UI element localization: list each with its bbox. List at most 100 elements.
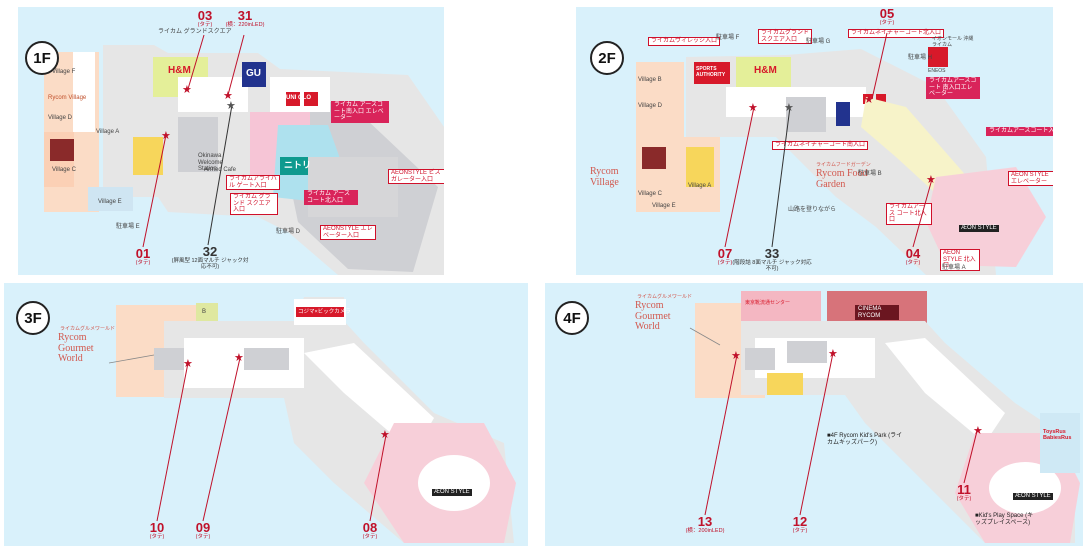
yellow-block	[196, 303, 218, 325]
marker-10-number: 10	[149, 520, 165, 535]
gu-store	[242, 62, 266, 87]
label-grand-square: ライカム グランドスクエア	[158, 29, 232, 35]
label-play-space: ■Kid's Play Space (キッズプレイスペース)	[975, 513, 1034, 526]
label-toysrus: ToysRus BabiesRus	[1043, 429, 1072, 442]
marker-09-note: (タテ)	[195, 534, 211, 540]
label-parking-f: 駐車場 F	[716, 35, 740, 41]
marker-32[interactable]: 32 (屏風型 12面マルチ ジャック対応不可)	[170, 245, 250, 270]
village-strip	[73, 52, 95, 132]
label-parking-a: 駐車場 A	[942, 265, 966, 271]
marker-08[interactable]: 08 (タテ)	[355, 521, 385, 541]
floor-1f-plan	[44, 45, 444, 275]
label-climbing: 山路を登りながら	[788, 207, 837, 213]
label-sports: SPORTS AUTHORITY	[696, 66, 726, 78]
yellow-block	[767, 373, 803, 395]
marker-11[interactable]: 11 (タテ)	[949, 483, 979, 503]
floor-map-3f[interactable]: 3F ライカムグルメワールド Rycom Gourmet World コジマ×ビ…	[4, 283, 528, 546]
label-gourmet-small: ライカムグルメワールド	[637, 294, 693, 300]
label-hm: H&M	[754, 65, 777, 76]
marker-31-number: 31	[237, 8, 253, 23]
marker-01-note: (タテ)	[135, 260, 151, 266]
label-village-d: Village D	[48, 115, 72, 121]
marker-05-number: 05	[879, 7, 895, 21]
marker-12-note: (タテ)	[792, 528, 808, 534]
marker-07-note: (タテ)	[717, 260, 733, 266]
marker-33[interactable]: 33 (階段詰 8面マルチ ジャック対応不可)	[732, 247, 812, 272]
marker-04[interactable]: 04 (タテ)	[898, 247, 928, 267]
marker-31-note: (横：220inLED)	[225, 22, 265, 28]
floor-map-2f[interactable]: 2F ライカムヴィレッジ入口 ライカムグランド スクエア入口 ライカムネイチャー…	[576, 7, 1053, 275]
kojima-sign	[296, 307, 344, 317]
label-gu: GU	[246, 68, 261, 79]
marker-11-number: 11	[957, 482, 971, 497]
floor-map-4f[interactable]: 4F ライカムグルメワールド Rycom Gourmet World CINEM…	[545, 283, 1083, 546]
diagonal-mall	[885, 338, 1005, 443]
gap-store	[836, 102, 850, 126]
eneos-station	[928, 47, 948, 67]
label-village-c: Village C	[52, 167, 76, 173]
label-gourmet-small: ライカムグルメワールド	[60, 326, 116, 332]
floor-3f-plan	[116, 297, 516, 543]
marker-33-number: 33	[764, 246, 780, 261]
marker-05[interactable]: 05 (タテ)	[872, 7, 902, 27]
marker-13[interactable]: 13 (横：200inLED)	[683, 515, 727, 535]
label-village-b: Village B	[638, 77, 662, 83]
grey-hall	[786, 97, 826, 132]
marker-01[interactable]: 01 (タテ)	[128, 247, 158, 267]
marker-09-number: 09	[195, 520, 211, 535]
village-c-store	[642, 147, 666, 169]
label-aeon-style: ÆON STYLE	[1013, 493, 1053, 500]
village-e-block	[88, 187, 133, 211]
label-earth-court-north: ライカム アースコート北入口	[304, 190, 358, 206]
marker-05-note: (タテ)	[879, 20, 895, 26]
marker-04-number: 04	[905, 246, 921, 261]
label-nature-court-south: ライカムネイチャーコート南入口	[772, 141, 868, 150]
floor-map-1f[interactable]: 1F ライカム グランドスクエア Village F Rycom Village…	[18, 7, 444, 275]
label-gourmet: Rycom Gourmet World	[58, 332, 94, 364]
village-block	[636, 62, 684, 212]
marker-31[interactable]: 31 (横：220inLED)	[220, 9, 270, 29]
label-rycom-village: Rycom Village	[48, 95, 87, 101]
floor-badge-1f: 1F	[25, 41, 59, 75]
label-parking-e: 駐車場 E	[116, 224, 140, 230]
label-food-garden: Rycom Food Garden	[816, 168, 868, 190]
yellow-block	[133, 137, 163, 175]
label-parking-b: 駐車場 B	[858, 171, 882, 177]
marker-04-note: (タテ)	[905, 260, 921, 266]
label-aeon-style-ev: AEON STYLE エレベーター	[1008, 171, 1053, 187]
label-nitori: ニトリ	[284, 160, 312, 170]
central-court	[178, 77, 248, 112]
label-aeon-style-ev: AEONSTYLE エレベーター入口	[320, 225, 376, 241]
toho-store	[741, 291, 821, 321]
marker-32-note: (屏風型 12面マルチ ジャック対応不可)	[171, 258, 249, 270]
label-earth-court-ev: ライカム アースコート南入口 エレベーター	[331, 101, 389, 123]
floor-badge-4f: 4F	[555, 301, 589, 335]
label-village-c: Village C	[638, 191, 662, 197]
marker-03[interactable]: 03 (タテ)	[190, 9, 220, 29]
label-b: B	[202, 309, 207, 315]
label-village-a: Village A	[96, 129, 120, 135]
aeon-style-area	[926, 167, 1046, 267]
label-grand-square-entrance: ライカムグランド スクエア入口	[758, 29, 812, 45]
label-village-e: Village E	[98, 199, 122, 205]
aeon-style-oval	[418, 455, 490, 511]
marker-03-note: (タテ)	[197, 22, 213, 28]
marker-09[interactable]: 09 (タテ)	[188, 521, 218, 541]
marker-10[interactable]: 10 (タテ)	[142, 521, 172, 541]
label-village-d: Village D	[638, 103, 662, 109]
marker-08-note: (タテ)	[362, 534, 378, 540]
marker-11-note: (タテ)	[956, 496, 972, 502]
label-hm: H&M	[168, 65, 191, 76]
label-village-e: Village E	[652, 203, 676, 209]
label-parking-g: 駐車場 G	[806, 39, 831, 45]
marker-01-number: 01	[135, 246, 151, 261]
marker-07[interactable]: 07 (タテ)	[710, 247, 740, 267]
label-kojima: コジマ×ビックカメラ	[298, 309, 351, 315]
label-parking-d: 駐車場 D	[276, 229, 301, 235]
marker-12[interactable]: 12 (タテ)	[785, 515, 815, 535]
grey-hall-1	[154, 348, 184, 370]
label-nature-court-north: ライカムネイチャーコート北入口	[848, 29, 944, 38]
aeon-style-oval	[989, 462, 1061, 514]
marker-07-number: 07	[717, 246, 733, 261]
floor-badge-2f: 2F	[590, 41, 624, 75]
